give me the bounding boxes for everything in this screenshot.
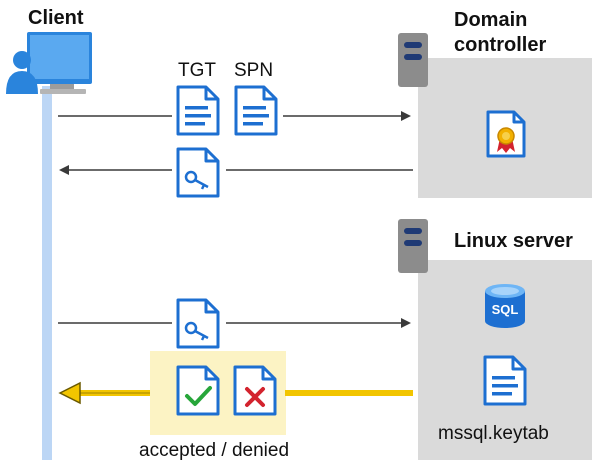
key-document-icon xyxy=(176,298,220,349)
server-icon xyxy=(398,219,428,273)
result-label: accepted / denied xyxy=(139,440,290,461)
document-icon xyxy=(483,355,527,406)
client-title: Client xyxy=(28,7,84,29)
accepted-document-icon xyxy=(176,365,220,416)
sql-label: SQL xyxy=(492,302,519,317)
client-timeline xyxy=(42,86,52,460)
domain-controller-title-line1: Domain xyxy=(454,9,528,31)
denied-document-icon xyxy=(233,365,277,416)
document-icon xyxy=(234,85,278,136)
sql-database-icon: SQL xyxy=(485,284,525,328)
linux-server-title: Linux server xyxy=(454,230,573,252)
spn-label: SPN xyxy=(234,60,274,81)
domain-controller-title-line2: controller xyxy=(454,34,547,56)
tgt-label: TGT xyxy=(178,60,216,81)
server-icon xyxy=(398,33,428,87)
certificate-icon xyxy=(486,110,526,158)
user-computer-icon xyxy=(6,32,92,94)
result-arrow-head xyxy=(58,381,81,405)
keytab-label: mssql.keytab xyxy=(438,423,549,444)
document-icon xyxy=(176,85,220,136)
key-document-icon xyxy=(176,147,220,198)
